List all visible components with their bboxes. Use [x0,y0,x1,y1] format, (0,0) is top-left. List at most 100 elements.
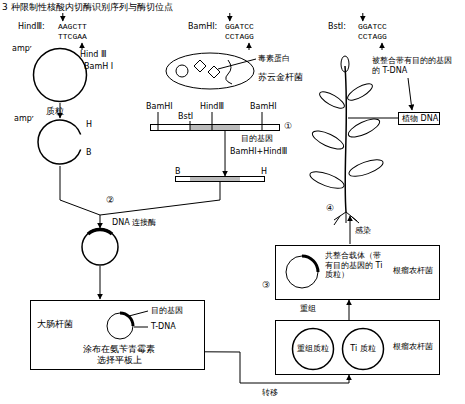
plasmid-symbol [176,65,188,77]
flow-arrow [349,300,350,320]
leader-line [348,118,398,119]
merge-line [100,182,220,215]
plant-leaf [308,168,346,192]
chromosome-symbol [226,60,232,84]
plant-leaf [345,81,374,104]
callout: 被整合带有目的的基因的 T-DNA [372,56,454,75]
plasmid-symbol [107,313,133,339]
plasmid-symbol [286,256,318,288]
edge-label: 重组 [300,304,316,314]
enzyme-name: DNA 连接酶 [112,218,156,228]
part-name: 根瘤农杆菌 [393,266,433,276]
plant-leaf [317,89,346,112]
part-name: Ti 质粒 [343,344,383,354]
plant-leaf [347,156,385,180]
site-label: H [261,167,267,177]
agrobacterium-box: 根瘤农杆菌 重组质粒 Ti 质粒 [275,320,440,375]
enzyme-name: HindⅢ: [18,22,45,32]
flow-arrow [100,215,101,228]
ellipse-outline [165,52,255,90]
gene-dna-bar: 目的基因 [150,124,280,131]
sequence: CCTAGG [225,32,254,42]
circle-outline [34,49,87,102]
enzyme-name: BstⅠ: [328,22,346,32]
part-name: 根瘤农杆菌 [393,342,433,352]
recombinant-plasmid: 重组质粒 [291,327,335,371]
circle-outline [32,47,88,103]
flow-arrow [100,266,101,299]
gene-segment [190,124,240,131]
part-name: T-DNA [151,322,176,332]
toxin-protein [194,60,206,72]
site-label: BstⅠ [178,112,193,122]
part-name: 植物 DNA [402,114,438,124]
circle-outline [293,329,334,370]
plant-bud [341,56,349,72]
heading: 3 种限制性核酸内切酶识别序列与酶切位点 [2,2,173,13]
flow-arrow [205,352,349,383]
site-label: B [175,167,181,177]
cell-outline [166,53,254,89]
edge-label: BamHⅠ+HindⅢ [230,147,287,157]
site-tick [190,121,191,131]
step-number: ④ [326,203,334,214]
gene-fragment: BH [175,176,265,182]
part-name: 共整合载体（带有目的基因的 Ti 质粒） [325,251,387,280]
cut-arrow [249,43,250,50]
inserted-gene [302,256,318,272]
site-tick [212,112,213,131]
gene-label: ampʳ [14,114,34,124]
recombinant-plasmid [82,229,118,265]
sequence: GGATCC [225,22,254,32]
cut-arrow [362,13,363,21]
site-label: B [86,148,92,158]
site-label: BamH Ⅰ [84,62,113,72]
note: 涂布在氨苄青霉素选择平板上 [83,344,155,366]
open-plasmid-outline [38,120,81,164]
part-name: 质粒 [46,106,64,117]
part-name: 重组质粒 [293,344,333,354]
plant-leaf [346,115,382,140]
plant-dna-box: 植物 DNA [398,112,440,125]
plant-leaf [310,127,346,152]
plant-root [334,212,359,225]
flow-arrow [225,131,226,176]
toxin-protein [208,66,220,78]
enzyme-name: BamHⅠ: [188,22,217,32]
part-name: 毒素蛋白 [258,54,290,64]
sequence: TTCGAA [58,32,87,42]
cut-plasmid: ampʳHB [36,118,84,166]
leader-line [134,327,148,328]
part-name: 目的基因 [241,134,273,144]
cut-arrow [62,13,63,21]
part-name: 大肠杆菌 [37,319,73,330]
gene-label: ampʳ [12,44,32,54]
bacterium-cell: 毒素蛋白苏云金杆菌 [165,52,255,90]
sequence: AAGCTT [58,22,87,32]
ecoli-box: 大肠杆菌 目的基因 T-DNA 涂布在氨苄青霉素选择平板上 [30,300,205,370]
step-number: ② [106,195,114,206]
site-tick [262,112,263,131]
plant-stem [345,66,346,212]
inserted-gene [88,229,112,234]
step-number: ① [284,121,292,132]
cut-arrow [82,43,83,50]
ti-plasmid: Ti 质粒 [341,327,385,371]
arc-outline [36,118,84,166]
site-tick [158,112,159,131]
part-name: 苏云金杆菌 [258,72,303,83]
edge-label: 转移 [262,388,278,398]
part-name: 目的基因 [151,306,183,316]
site-label: H [86,120,92,130]
step-number: ③ [262,280,270,291]
sequence: GGATCC [358,22,387,32]
cointegrate-box: 共整合载体（带有目的基因的 Ti 质粒） 根瘤农杆菌 [275,245,440,300]
flow-arrow [350,216,351,244]
site-label: BamHⅠ [250,102,277,112]
cut-arrow [229,13,230,21]
sequence: CCTAGG [358,32,387,42]
leader-line [129,311,148,316]
site-label: Hind Ⅲ [80,50,106,60]
site-label: BamHⅠ [146,102,173,112]
cut-arrow [382,43,383,50]
